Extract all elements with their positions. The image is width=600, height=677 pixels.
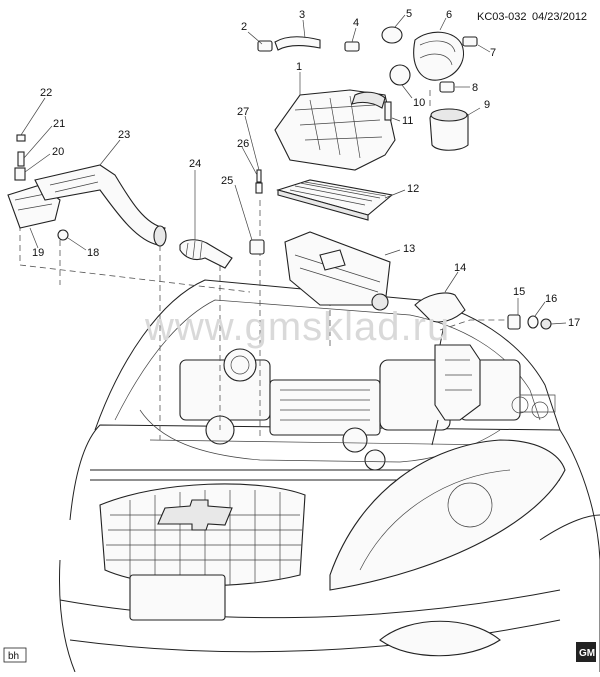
watermark: www.gmsklad.ru <box>144 305 450 349</box>
gm-logo <box>576 642 596 662</box>
callout-10: 10 <box>413 97 425 109</box>
callout-16: 16 <box>545 293 557 305</box>
license-plate-area <box>129 574 226 621</box>
callout-13: 13 <box>403 243 415 255</box>
callout-2: 2 <box>241 21 247 33</box>
part-3-vent-hose <box>257 36 360 52</box>
callout-6: 6 <box>446 9 452 21</box>
callout-7: 7 <box>490 47 496 59</box>
diagram-date: 04/23/2012 <box>532 11 587 23</box>
callout-27: 27 <box>237 106 249 118</box>
callout-24: 24 <box>189 158 201 170</box>
part-12-air-filter <box>276 179 394 221</box>
callout-23: 23 <box>118 129 130 141</box>
callout-12: 12 <box>407 183 419 195</box>
headlamp <box>329 439 566 591</box>
callout-19: 19 <box>32 247 44 259</box>
callout-8: 8 <box>472 82 478 94</box>
part-14-outlet-duct <box>414 292 481 446</box>
callout-9: 9 <box>484 99 490 111</box>
callout-4: 4 <box>353 17 359 29</box>
author-tag: bh <box>8 651 19 662</box>
callout-5: 5 <box>406 8 412 20</box>
vehicle-front-outline <box>59 279 600 673</box>
callout-1: 1 <box>296 61 302 73</box>
callout-18: 18 <box>87 247 99 259</box>
callout-14: 14 <box>454 262 466 274</box>
parts-25-27-mounting <box>249 169 265 255</box>
part-23-inlet-duct <box>34 164 167 247</box>
part-1-air-cleaner-cover <box>274 89 396 171</box>
part-9-resonator <box>429 108 469 151</box>
part-11-bolt <box>384 101 392 121</box>
gm-logo-text: GM <box>579 648 595 659</box>
callout-26: 26 <box>237 138 249 150</box>
part-13-air-cleaner-housing <box>284 231 391 311</box>
diagram-code: KC03-032 <box>477 11 527 23</box>
callout-22: 22 <box>40 87 52 99</box>
part-6-intake-duct <box>381 26 478 93</box>
chevrolet-bowtie-icon <box>157 499 233 531</box>
parts-15-17-fasteners <box>507 314 552 330</box>
callout-3: 3 <box>299 9 305 21</box>
callout-21: 21 <box>53 118 65 130</box>
callout-15: 15 <box>513 286 525 298</box>
callout-11: 11 <box>402 115 413 127</box>
callout-17: 17 <box>568 317 580 329</box>
part-24-coupler <box>179 239 233 269</box>
callout-labels: 1 2 3 4 5 6 7 8 9 10 11 12 13 14 15 16 1… <box>20 8 580 329</box>
callout-20: 20 <box>52 146 64 158</box>
callout-25: 25 <box>221 175 233 187</box>
